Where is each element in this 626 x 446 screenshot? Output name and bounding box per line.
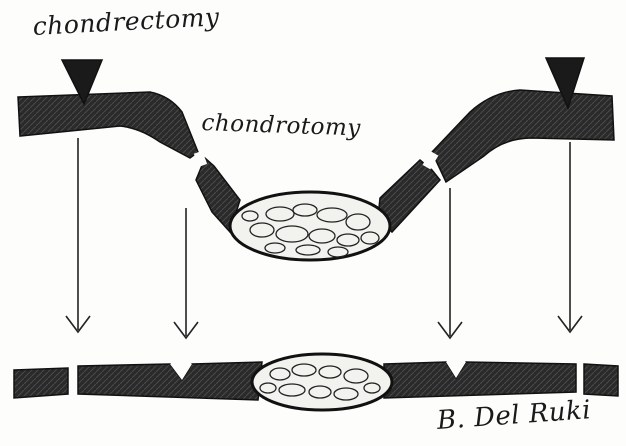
chondrotomy-label: chondrotomy xyxy=(201,110,361,142)
flat-cartilage-segment-1 xyxy=(14,368,68,398)
flat-cartilage-segment-4 xyxy=(584,364,618,396)
arrow-3 xyxy=(438,188,462,338)
curved-cartilage-left-segment xyxy=(18,92,198,158)
chondrotomy-cut-left xyxy=(194,151,207,167)
arrow-2 xyxy=(174,208,198,338)
curved-cartilage-right-segment xyxy=(432,90,614,182)
arrow-1 xyxy=(66,138,90,332)
crushed-cartilage-graft-bottom xyxy=(252,354,392,410)
arrow-4 xyxy=(558,142,582,332)
crushed-cartilage-graft-top xyxy=(230,192,390,260)
flat-cartilage-segment-2 xyxy=(78,362,262,400)
flat-cartilage-segment-3 xyxy=(384,362,576,398)
